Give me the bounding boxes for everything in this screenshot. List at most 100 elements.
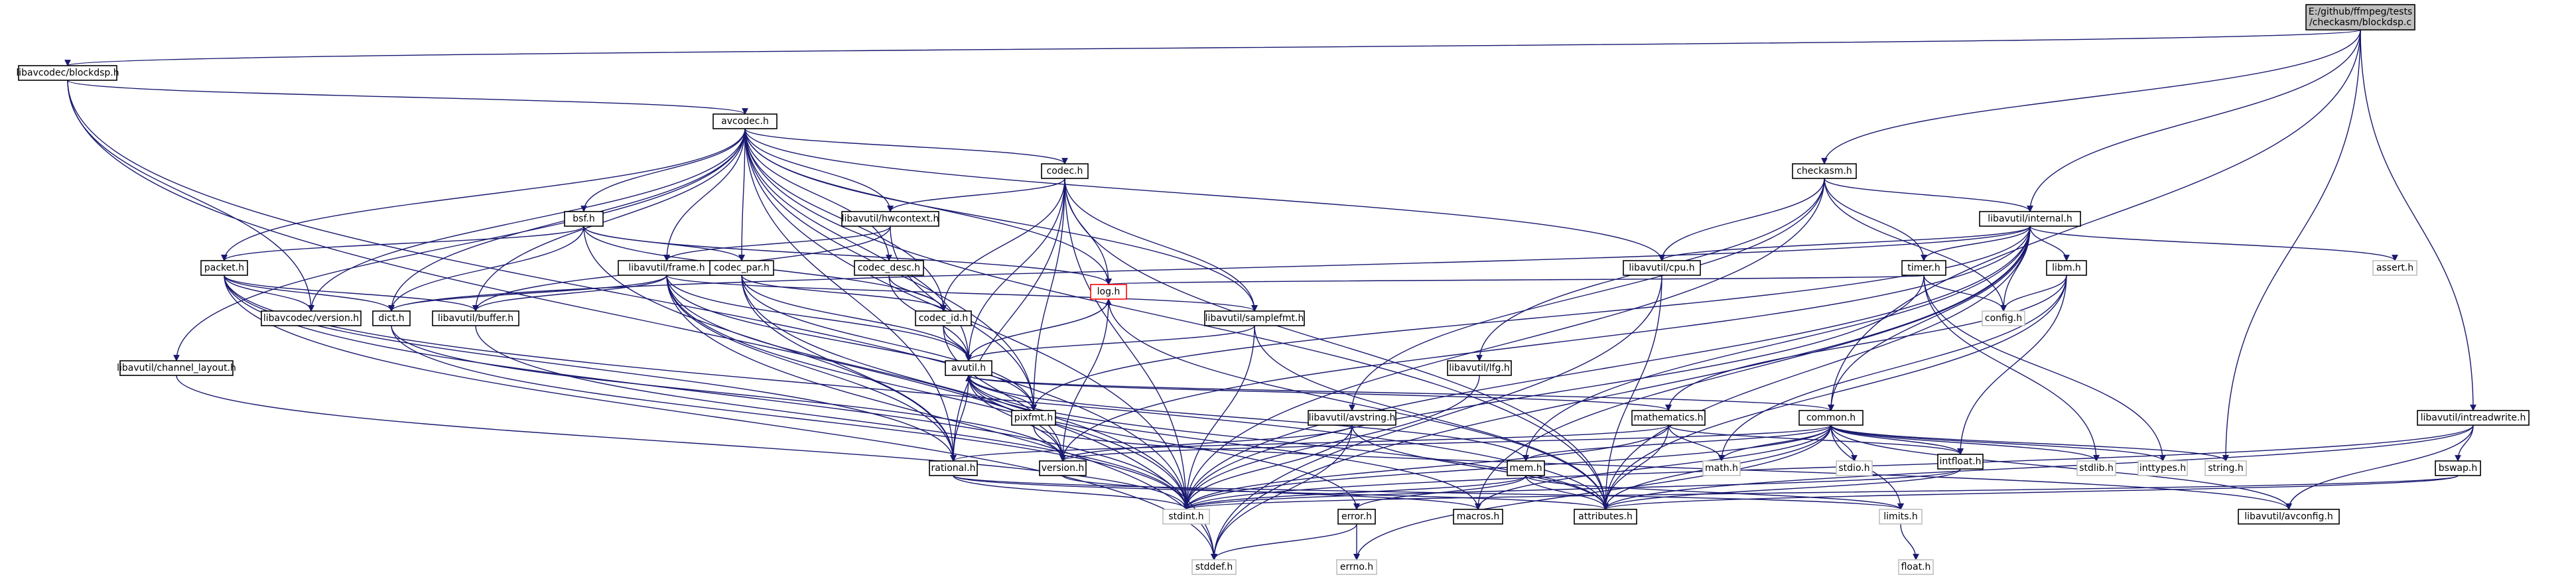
node-mathematics-h[interactable]: mathematics.h <box>1631 410 1706 426</box>
node-math-h: math.h <box>1702 460 1741 476</box>
node-label: inttypes.h <box>2139 463 2186 474</box>
edge-common_h-to-version_h <box>1059 424 1832 462</box>
node-avcodec-h[interactable]: avcodec.h <box>712 113 778 129</box>
edge-mem_h-to-avutil_h <box>965 375 1526 462</box>
node-label: libavutil/hwcontext.h <box>842 214 939 224</box>
edge-log_h-to-attributes_h <box>1108 298 1609 510</box>
edge-avstring_h-to-version_h <box>1059 424 1353 462</box>
node-codec-desc-h[interactable]: codec_desc.h <box>854 260 924 276</box>
edge-mathematics_h-to-stdint_h <box>1183 424 1669 510</box>
node-label: avutil.h <box>951 363 986 373</box>
edge-mem_h-to-error_h <box>1353 475 1526 510</box>
node-box <box>1901 260 1946 276</box>
node-attributes-h[interactable]: attributes.h <box>1574 509 1637 525</box>
node-blockdsp-h[interactable]: libavcodec/blockdsp.h <box>16 65 119 81</box>
edge-avutil_h-to-common_h <box>968 375 1834 411</box>
edge-internal_h-to-assert_h <box>2029 225 2398 261</box>
edge-checkasm_h-to-config_h <box>1824 178 2007 312</box>
edge-blockdsp_h-to-avcodec_h <box>67 80 748 115</box>
node-label: string.h <box>2208 463 2244 474</box>
edge-checkasm_h-to-cpu_h <box>1659 178 1825 261</box>
node-box <box>2435 460 2481 476</box>
node-codec-par-h[interactable]: codec_par.h <box>709 260 774 276</box>
edge-intfloat_h-to-stdint_h <box>1183 468 1961 510</box>
node-macros-h[interactable]: macros.h <box>1453 509 1503 525</box>
node-box <box>2305 4 2415 31</box>
node-packet-h[interactable]: packet.h <box>200 260 248 276</box>
node-libm-h[interactable]: libm.h <box>2046 260 2087 276</box>
node-box <box>1702 460 1741 476</box>
node-box <box>1191 559 1237 575</box>
node-buffer-h[interactable]: libavutil/buffer.h <box>432 310 519 326</box>
edge-cpu_h-to-stddef_h <box>1211 275 1662 560</box>
edge-codec_h-to-samplefmt_h <box>1064 178 1258 312</box>
edge-packet_h-to-libavcodec_version_h <box>224 275 314 312</box>
node-box <box>1204 310 1305 326</box>
node-codec-h[interactable]: codec.h <box>1041 163 1089 179</box>
node-channel-layout-h[interactable]: libavutil/channel_layout.h <box>117 360 236 376</box>
edge-internal_h-to-macros_h <box>1475 225 2031 510</box>
edge-bsf_h-to-packet_h <box>221 225 584 261</box>
node-internal-h[interactable]: libavutil/internal.h <box>1979 211 2081 227</box>
node-common-h[interactable]: common.h <box>1798 410 1864 426</box>
node-label: libavutil/lfg.h <box>1449 363 1509 373</box>
edge-dict_h-to-stdint_h <box>391 325 1189 510</box>
node-error-h[interactable]: error.h <box>1337 509 1376 525</box>
node-box <box>1011 410 1056 426</box>
node-log-h[interactable]: log.h <box>1090 284 1127 300</box>
node-dict-h[interactable]: dict.h <box>372 310 411 326</box>
node-box <box>1039 460 1087 476</box>
node-avstring-h[interactable]: libavutil/avstring.h <box>1308 410 1396 426</box>
node-libavcodec-version-h[interactable]: libavcodec/version.h <box>261 310 362 326</box>
edge-root-to-intreadwrite_h <box>2360 29 2476 411</box>
node-avutil-h[interactable]: avutil.h <box>945 360 992 376</box>
edge-common_h-to-string_h <box>1830 424 2229 462</box>
edge-avcodec_h-to-bsf_h <box>580 128 746 212</box>
edge-samplefmt_h-to-attributes_h <box>1254 325 1609 510</box>
node-hwcontext-h[interactable]: libavutil/hwcontext.h <box>841 211 939 227</box>
edge-avutil_h-to-mathematics_h <box>968 375 1672 411</box>
edge-avstring_h-to-attributes_h <box>1351 424 1609 510</box>
node-samplefmt-h[interactable]: libavutil/samplefmt.h <box>1204 310 1305 326</box>
node-intreadwrite-h[interactable]: libavutil/intreadwrite.h <box>2417 410 2530 426</box>
node-label: libavutil/intreadwrite.h <box>2421 413 2526 423</box>
node-label: mem.h <box>1509 463 1542 474</box>
node-cpu-h[interactable]: libavutil/cpu.h <box>1623 260 1701 276</box>
edge-common_h-to-inttypes_h <box>1830 424 2166 462</box>
edge-pixfmt_h-to-avconfig_h <box>1033 424 2292 510</box>
edge-avcodec_h-to-codec_desc_h <box>744 128 892 261</box>
node-mem-h[interactable]: mem.h <box>1507 460 1545 476</box>
node-label: mathematics.h <box>1633 413 1703 423</box>
node-box <box>2417 410 2530 426</box>
node-bsf-h[interactable]: bsf.h <box>564 211 604 227</box>
node-timer-h[interactable]: timer.h <box>1901 260 1946 276</box>
node-string-h: string.h <box>2204 460 2247 476</box>
node-codec-id-h[interactable]: codec_id.h <box>915 310 972 326</box>
node-label: E:/github/ffmpeg/tests <box>2309 7 2412 17</box>
node-label: codec.h <box>1047 166 1083 176</box>
node-label: bswap.h <box>2439 463 2477 474</box>
edge-frame_h-to-rational_h <box>666 275 957 462</box>
node-lfg-h[interactable]: libavutil/lfg.h <box>1447 360 1512 376</box>
node-box <box>1162 509 1210 525</box>
node-label: stdio.h <box>1838 463 1869 474</box>
edges-layer <box>65 29 2476 560</box>
node-label: codec_par.h <box>714 263 770 273</box>
edge-channel_layout_h-to-stdint_h <box>176 375 1189 510</box>
edge-common_h-to-intfloat_h <box>1830 424 1964 455</box>
node-root[interactable]: E:/github/ffmpeg/tests/checkasm/blockdsp… <box>2305 4 2415 31</box>
edge-codec_par_h-to-rational_h <box>741 275 957 462</box>
node-checkasm-h[interactable]: checkasm.h <box>1792 163 1857 179</box>
node-config-h: config.h <box>1982 310 2025 326</box>
node-frame-h[interactable]: libavutil/frame.h <box>618 260 716 276</box>
node-avconfig-h[interactable]: libavutil/avconfig.h <box>2238 509 2340 525</box>
node-intfloat-h[interactable]: intfloat.h <box>1937 454 1984 470</box>
edge-internal_h-to-stddef_h <box>1211 225 2031 560</box>
node-box <box>1337 509 1376 525</box>
node-pixfmt-h[interactable]: pixfmt.h <box>1011 410 1056 426</box>
node-bswap-h[interactable]: bswap.h <box>2435 460 2481 476</box>
node-rational-h[interactable]: rational.h <box>929 460 978 476</box>
node-version-h[interactable]: version.h <box>1039 460 1087 476</box>
edge-bswap_h-to-attributes_h <box>1602 475 2459 510</box>
